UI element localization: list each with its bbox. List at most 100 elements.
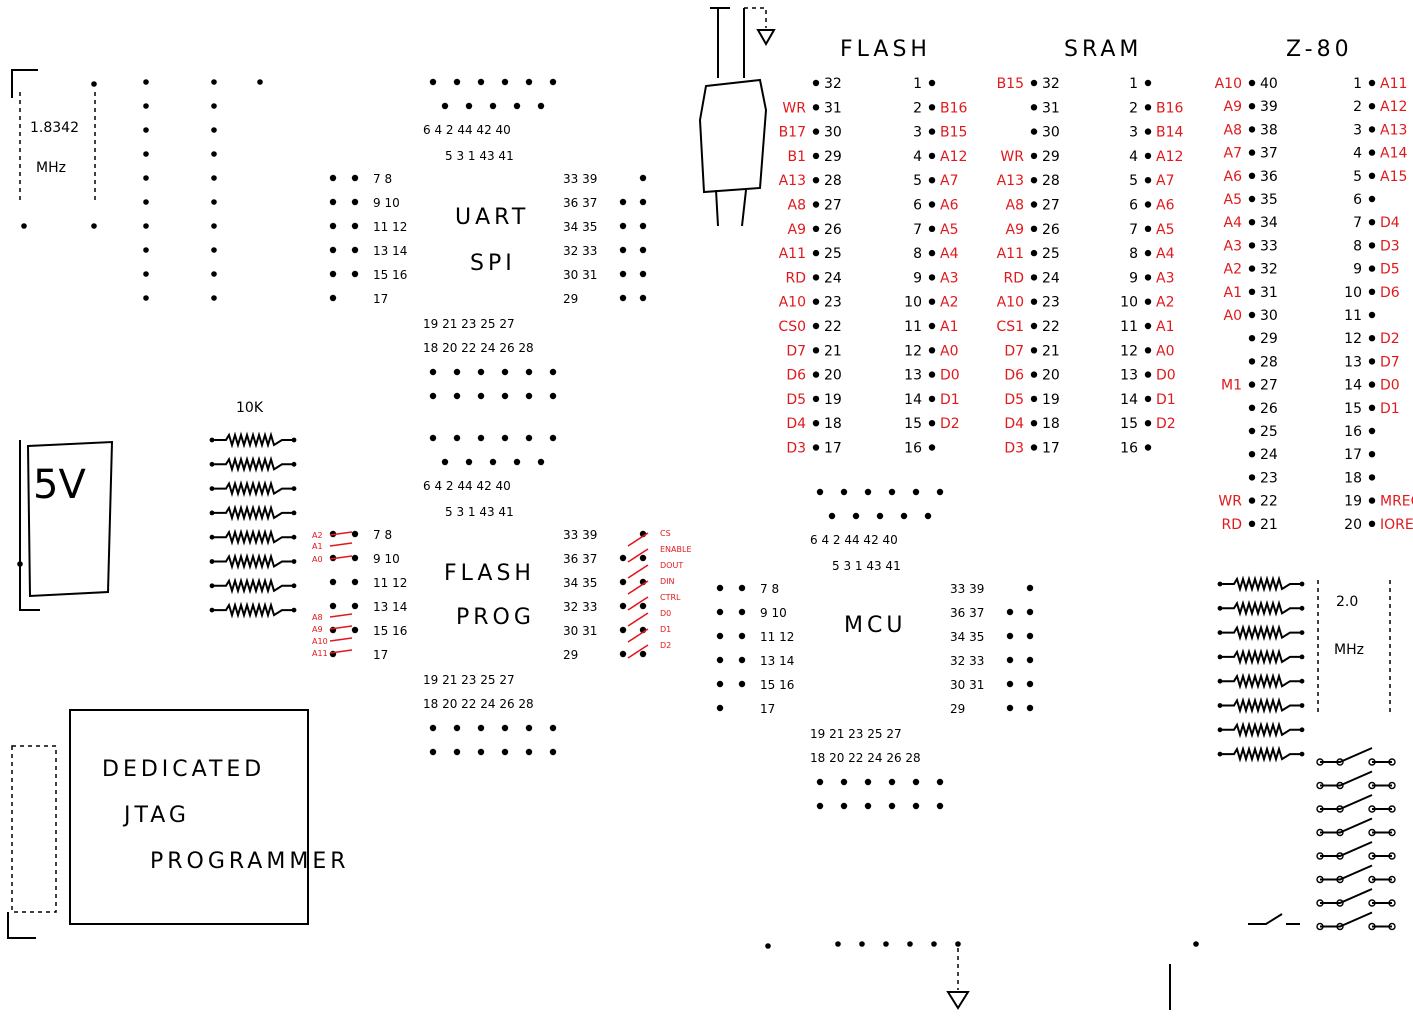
pin-dot	[1026, 656, 1034, 664]
pin-dot	[1248, 288, 1256, 295]
mcu-label: MCU	[844, 613, 906, 638]
pin-dot	[1030, 322, 1038, 330]
pin-dot	[619, 222, 627, 230]
pin-number: 12	[1120, 343, 1138, 359]
osc2-freq: 2.0	[1336, 594, 1358, 610]
plcc-right-pins: 36 37	[563, 552, 597, 566]
pin-dot	[936, 778, 944, 786]
pin-dot	[91, 81, 97, 87]
pin-dot	[1144, 298, 1152, 305]
pin-dot	[329, 222, 337, 230]
plcc-top-row-b: 5 3 1 43 41	[832, 559, 901, 573]
pin-signal-wr: WR	[1000, 149, 1024, 165]
pin-dot	[1026, 680, 1034, 688]
pin-signal-d6: D6	[1380, 285, 1400, 301]
pin-dot	[291, 510, 297, 516]
pin-dot	[1030, 347, 1038, 354]
plcc-right-pins: 32 33	[563, 244, 597, 258]
pin-dot	[619, 626, 627, 634]
pin-number: 15	[904, 416, 922, 432]
pin-dot	[211, 151, 217, 157]
plcc-right-pins: 36 37	[950, 606, 984, 620]
pin-signal-d7: D7	[786, 343, 806, 359]
pin-dot	[329, 602, 337, 610]
pin-dot	[907, 941, 913, 947]
pin-dot	[1248, 358, 1256, 365]
pin-dot	[429, 368, 437, 376]
pin-dot	[1217, 581, 1223, 587]
prog-signal-d0: D0	[660, 609, 671, 618]
pin-dot	[291, 559, 297, 564]
pin-number: 12	[904, 343, 922, 359]
switch-terminal	[1368, 758, 1376, 766]
pin-dot	[143, 127, 149, 133]
switch-terminal	[1388, 899, 1396, 907]
pin-number: 8	[913, 246, 922, 262]
pin-dot	[1144, 420, 1152, 427]
pin-dot	[619, 294, 627, 302]
plcc-left-pins: 15 16	[373, 624, 407, 638]
pin-number: 19	[1042, 392, 1060, 408]
pin-dot	[1368, 451, 1376, 458]
pin-number: 19	[824, 392, 842, 408]
pin-dot	[329, 246, 337, 254]
pin-dot	[1368, 404, 1376, 411]
pin-dot	[209, 437, 215, 443]
pin-dot	[17, 561, 23, 567]
pin-dot	[738, 632, 746, 640]
pin-number: 1	[1353, 76, 1362, 92]
pin-dot	[537, 102, 545, 110]
prog-signal-cs: CS	[660, 529, 671, 538]
pin-dot	[209, 583, 215, 589]
pin-number: 29	[824, 149, 842, 165]
switch-terminal	[1316, 805, 1324, 813]
pin-signal-a3: A3	[940, 270, 958, 286]
pin-signal-rd: RD	[1003, 270, 1024, 286]
switch-terminal	[1336, 922, 1344, 931]
pin-dot	[1368, 381, 1376, 388]
plcc-right-pins: 34 35	[563, 220, 597, 234]
jtag-label-1: DEDICATED	[102, 757, 265, 782]
pin-signal-a7: A7	[1224, 146, 1242, 162]
pin-signal-a0: A0	[940, 343, 958, 359]
pin-number: 31	[1260, 285, 1278, 301]
switch-terminal	[1336, 805, 1344, 813]
pin-number: 11	[1344, 308, 1362, 324]
pin-signal-d1: D1	[1380, 401, 1400, 417]
resistor	[1220, 648, 1302, 666]
pin-signal-d2: D2	[1156, 416, 1176, 432]
pin-signal-d6: D6	[1004, 368, 1024, 384]
pin-dot	[429, 748, 437, 756]
prog-signal-a0: A0	[312, 555, 323, 564]
pin-dot	[1144, 225, 1152, 232]
switch-lever	[1320, 841, 1392, 857]
pin-dot	[876, 512, 884, 520]
pin-signal-a7: A7	[940, 173, 958, 189]
pin-dot	[1248, 126, 1256, 133]
resistor	[1220, 745, 1302, 763]
pin-dot	[812, 347, 820, 354]
pin-signal-wr: WR	[782, 100, 806, 116]
pin-signal-a10: A10	[779, 295, 806, 311]
switch-terminal	[1316, 899, 1324, 907]
pin-dot	[1144, 395, 1152, 403]
resistor	[1220, 672, 1302, 690]
pin-dot	[924, 512, 932, 520]
pin-dot	[738, 584, 746, 592]
pin-dot	[936, 802, 944, 810]
pin-dot	[888, 488, 896, 496]
pin-dot	[1248, 172, 1256, 179]
dip-switch-bank	[1248, 747, 1396, 931]
pin-dot	[1030, 225, 1038, 232]
pin-number: 13	[1120, 368, 1138, 384]
pin-dot	[765, 943, 771, 949]
pin-signal-a3: A3	[1224, 238, 1242, 254]
pin-dot	[291, 437, 297, 443]
flash-prog-signal-labels: A2A1A0A8A9A10A11CSENABLEDOUTDINCTRLD0D1D…	[312, 529, 692, 659]
pin-signal-d0: D0	[940, 368, 960, 384]
pin-dot	[549, 392, 557, 400]
pin-dot	[619, 578, 627, 586]
pin-dot	[812, 371, 820, 378]
pin-dot	[525, 434, 533, 442]
